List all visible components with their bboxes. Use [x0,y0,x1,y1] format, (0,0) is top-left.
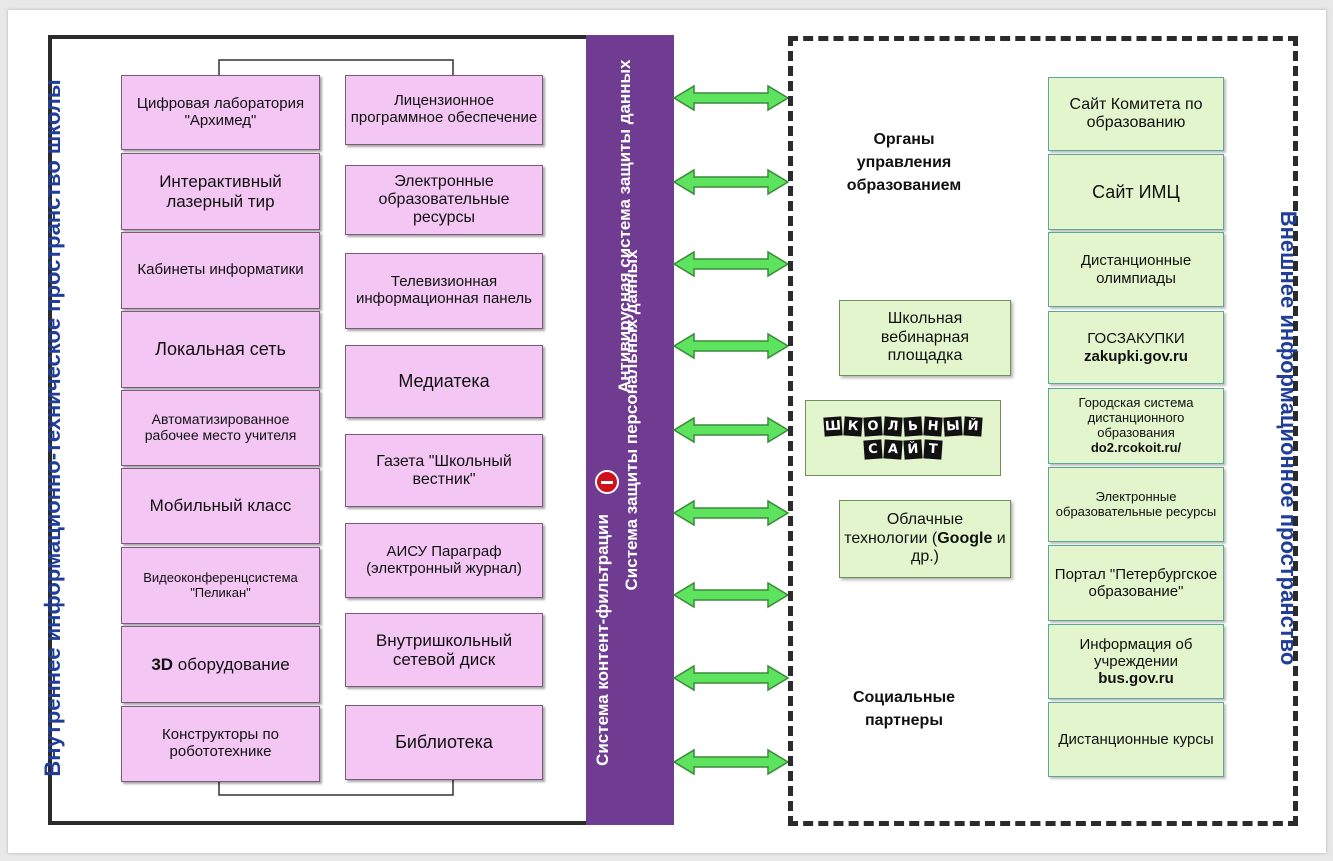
right-box-5-label: Городская система дистанционного образов… [1078,395,1194,455]
middle-box-4: Медиатека [345,345,543,418]
middle-box-7-label: Внутришкольный сетевой диск [375,630,513,669]
bidirectional-arrow-7 [672,581,790,609]
right-box-3-label: Дистанционные олимпиады [1080,252,1192,287]
middle-box-5: Газета "Школьный вестник" [345,434,543,507]
left-box-4: Локальная сеть [121,311,320,388]
right-box-9-label: Дистанционные курсы [1058,730,1214,748]
right-box-5: Городская система дистанционного образов… [1048,388,1224,464]
left-box-3-label: Кабинеты информатики [137,261,304,279]
right-box-3: Дистанционные олимпиады [1048,232,1224,307]
security-bar [586,35,674,825]
left-box-9-label: Конструкторы по робототехнике [162,726,279,760]
left-box-1: Цифровая лаборатория "Архимед" [121,75,320,150]
bidirectional-arrow-1 [672,84,790,112]
right-box-9: Дистанционные курсы [1048,702,1224,777]
left-box-7-label: Видеоконференцсистема "Пеликан" [143,569,298,600]
left-box-6-label: Мобильный класс [149,496,292,516]
left-box-8-label: 3D оборудование [151,654,290,674]
governance-label: Органы управления образованием [846,131,962,195]
school-site-letter: Ы [943,416,963,437]
middle-box-2-label: Электронные образовательные ресурсы [378,173,510,226]
left-box-1-label: Цифровая лаборатория "Архимед" [136,94,305,129]
middle-box-4-label: Медиатека [398,371,490,392]
middle-box-7: Внутришкольный сетевой диск [345,613,543,687]
right-box-2-label: Сайт ИМЦ [1092,181,1180,202]
school-site-letter: К [843,416,863,437]
school-site-letter: Ь [903,416,923,437]
right-box-1: Сайт Комитета по образованию [1048,77,1224,151]
right-box-7: Портал "Петербургское образование" [1048,545,1224,621]
school-site-letter: Й [963,416,983,437]
webinar-platform-label: Школьная вебинарная площадка [880,310,970,365]
bidirectional-arrow-2 [672,168,790,196]
school-site-letter: Т [923,439,943,460]
right-box-2: Сайт ИМЦ [1048,154,1224,230]
middle-box-8-label: Библиотека [395,732,493,753]
external-space-title: Внешнее информационное пространство [1276,210,1301,666]
bracket-lines [218,59,454,796]
left-box-4-label: Локальная сеть [155,339,286,360]
school-site-letter: Й [903,439,923,460]
bidirectional-arrow-8 [672,664,790,692]
stop-sign-icon [595,470,619,494]
social-partners-label: Социальные партнеры [852,689,956,730]
school-site-letter: С [863,439,883,460]
cloud-tech-label: Облачные технологии (Google и др.) [844,511,1006,566]
middle-box-1-label: Лицензионное программное обеспечение [350,92,538,126]
middle-box-8: Библиотека [345,705,543,780]
webinar-platform-box: Школьная вебинарная площадка [839,300,1011,376]
bidirectional-arrow-5 [672,416,790,444]
left-box-9: Конструкторы по робототехнике [121,706,320,782]
left-box-2: Интерактивный лазерный тир [121,153,320,230]
left-box-7: Видеоконференцсистема "Пеликан" [121,547,320,624]
middle-box-2: Электронные образовательные ресурсы [345,165,543,235]
left-box-2-label: Интерактивный лазерный тир [159,172,282,211]
middle-box-5-label: Газета "Школьный вестник" [376,452,512,488]
left-box-5-label: Автоматизированное рабочее место учителя [144,411,297,443]
middle-box-6-label: АИСУ Параграф (электронный журнал) [366,542,522,577]
bidirectional-arrow-3 [672,250,790,278]
school-site-letter: О [863,416,883,437]
external-space-frame [788,36,1298,826]
right-box-6-label: Электронные образовательные ресурсы [1055,488,1217,519]
school-site-letter: А [883,439,903,460]
right-box-6: Электронные образовательные ресурсы [1048,467,1224,542]
bidirectional-arrow-6 [672,499,790,527]
left-box-5: Автоматизированное рабочее место учителя [121,390,320,466]
school-site-letter: Н [923,416,943,437]
middle-box-3-label: Телевизионная информационная панель [355,273,532,307]
bidirectional-arrow-9 [672,748,790,776]
left-box-8: 3D оборудование [121,626,320,703]
school-site-letter: Ш [823,416,843,437]
middle-box-1: Лицензионное программное обеспечение [345,75,543,145]
left-box-3: Кабинеты информатики [121,232,320,309]
cloud-tech-box: Облачные технологии (Google и др.) [839,500,1011,578]
right-box-1-label: Сайт Комитета по образованию [1069,95,1203,131]
right-box-7-label: Портал "Петербургское образование" [1054,565,1218,600]
school-site-letter: Л [883,416,903,437]
middle-box-6: АИСУ Параграф (электронный журнал) [345,523,543,598]
middle-box-3: Телевизионная информационная панель [345,253,543,329]
diagram-canvas: Внутреннее информационно-техническое про… [8,10,1326,853]
left-box-6: Мобильный класс [121,468,320,544]
bidirectional-arrow-4 [672,332,790,360]
